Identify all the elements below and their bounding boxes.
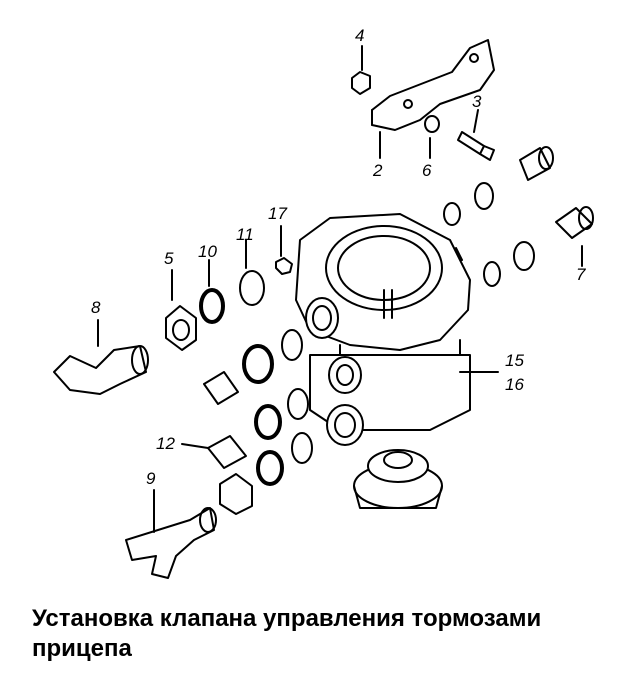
callout-2: 2 — [373, 161, 383, 180]
callout-10: 10 — [198, 242, 217, 261]
callout-16: 16 — [505, 375, 524, 394]
callout-7: 7 — [576, 265, 586, 284]
sealing-rings-middle — [242, 329, 313, 486]
nipple-fitting-upper — [203, 371, 239, 405]
figure-caption: Установка клапана управления тормозами п… — [32, 605, 542, 662]
callout-4: 4 — [355, 26, 365, 45]
valve-body — [295, 213, 471, 446]
bracket-part-2 — [371, 39, 495, 159]
bolt-part-3 — [457, 109, 495, 161]
callout-8: 8 — [91, 298, 101, 317]
nut-part-5 — [165, 269, 197, 351]
nut-lower — [219, 473, 253, 515]
callout-17: 17 — [268, 204, 287, 223]
filter-cap — [353, 449, 443, 509]
elbow-fitting-part-8 — [53, 319, 149, 395]
callout-15: 15 — [505, 351, 524, 370]
union-fitting-upper — [443, 146, 554, 226]
tee-fitting-part-9 — [125, 489, 217, 579]
callout-3: 3 — [472, 92, 482, 111]
union-fitting-part-7 — [483, 206, 594, 287]
callout-6: 6 — [422, 161, 432, 180]
callout-11: 11 — [236, 225, 254, 244]
nut-part-17 — [275, 257, 293, 275]
callout-9: 9 — [146, 469, 156, 488]
nipple-fitting-part-12 — [181, 435, 247, 469]
callout-12: 12 — [156, 434, 175, 453]
ring-part-10 — [199, 288, 225, 324]
washer-part-6 — [424, 115, 440, 133]
callout-5: 5 — [164, 249, 174, 268]
nut-part-4 — [351, 45, 371, 95]
ring-part-11 — [239, 270, 265, 306]
